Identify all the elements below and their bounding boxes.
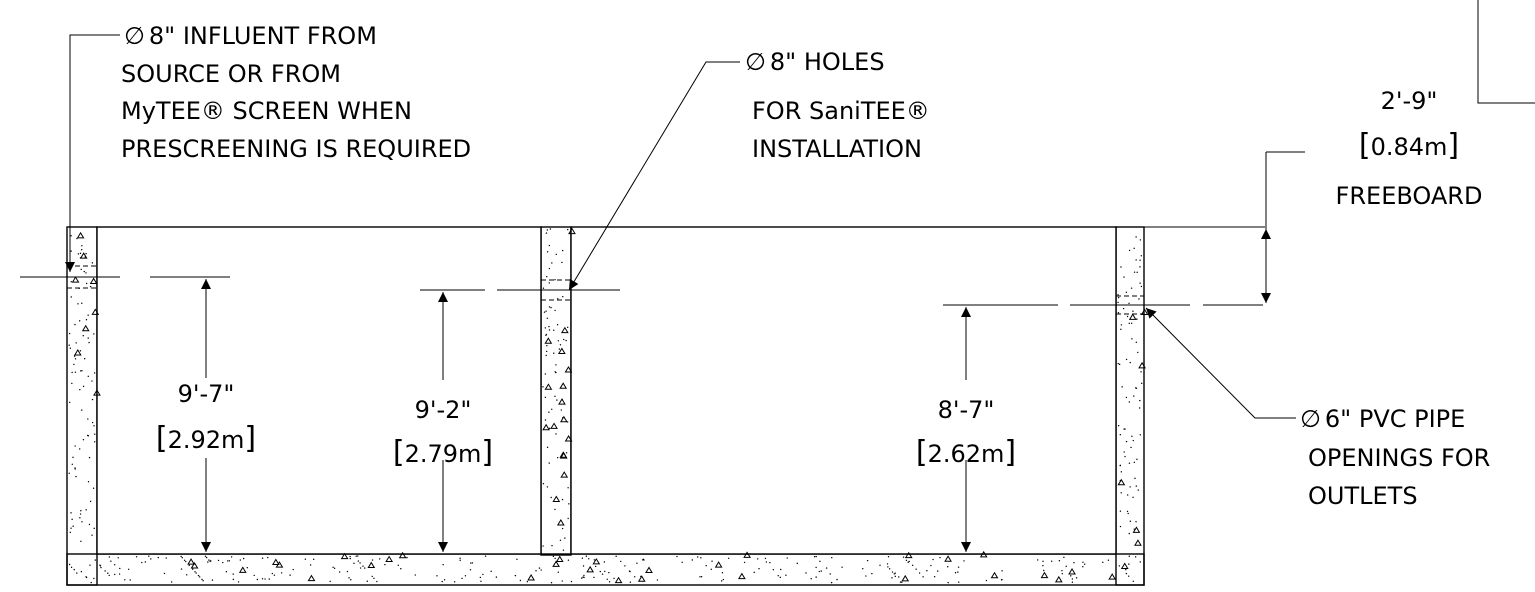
leader-lines bbox=[65, 34, 1296, 419]
svg-text:∅6" PVC PIPE: ∅6" PVC PIPE bbox=[1300, 405, 1465, 433]
chamber-2-interior bbox=[570, 226, 1117, 555]
svg-text:PRESCREENING IS REQUIRED: PRESCREENING IS REQUIRED bbox=[121, 135, 471, 163]
svg-text:∅8" HOLES: ∅8" HOLES bbox=[745, 48, 885, 76]
svg-text:MyTEE® SCREEN WHEN: MyTEE® SCREEN WHEN bbox=[121, 97, 412, 125]
svg-text:SOURCE OR FROM: SOURCE OR FROM bbox=[121, 60, 341, 88]
svg-text:FREEBOARD: FREEBOARD bbox=[1336, 182, 1483, 210]
holes-callout: ∅8" HOLES FOR SaniTEE® INSTALLATION bbox=[745, 48, 930, 163]
pipe-openings bbox=[67, 265, 1144, 315]
dimension-a-label: 9'-7" [2.92m] bbox=[156, 380, 256, 456]
svg-text:OPENINGS FOR: OPENINGS FOR bbox=[1308, 444, 1490, 472]
dimension-c-label: 8'-7" [2.62m] bbox=[916, 396, 1016, 470]
svg-text:[2.79m]: [2.79m] bbox=[393, 435, 493, 470]
tank-structure bbox=[66, 226, 1265, 586]
freeboard-dimension: 2'-9" [0.84m] FREEBOARD bbox=[1336, 87, 1483, 210]
svg-text:∅8" INFLUENT FROM: ∅8" INFLUENT FROM bbox=[124, 22, 377, 50]
svg-text:OUTLETS: OUTLETS bbox=[1308, 482, 1418, 510]
extension-lines bbox=[20, 276, 1263, 306]
outlets-callout: ∅6" PVC PIPE OPENINGS FOR OUTLETS bbox=[1300, 405, 1490, 510]
svg-text:9'-2": 9'-2" bbox=[415, 396, 472, 424]
svg-text:9'-7": 9'-7" bbox=[178, 380, 235, 408]
svg-text:FOR SaniTEE®: FOR SaniTEE® bbox=[752, 97, 930, 125]
diameter-symbol: ∅ bbox=[1300, 405, 1321, 433]
svg-text:[2.62m]: [2.62m] bbox=[916, 435, 1016, 470]
svg-text:INSTALLATION: INSTALLATION bbox=[752, 135, 922, 163]
svg-text:[2.92m]: [2.92m] bbox=[156, 421, 256, 456]
chamber-1-interior bbox=[96, 226, 542, 555]
title-block-edge bbox=[1477, 0, 1535, 104]
svg-text:2'-9": 2'-9" bbox=[1381, 87, 1438, 115]
influent-callout: ∅8" INFLUENT FROM SOURCE OR FROM MyTEE® … bbox=[121, 22, 471, 163]
dimension-arrows bbox=[201, 151, 1305, 552]
diameter-symbol: ∅ bbox=[745, 48, 766, 76]
middle-wall bbox=[540, 226, 572, 556]
right-wall bbox=[1115, 226, 1145, 586]
svg-text:[0.84m]: [0.84m] bbox=[1359, 128, 1459, 163]
tank-floor bbox=[66, 553, 1145, 586]
dimension-b-label: 9'-2" [2.79m] bbox=[393, 396, 493, 470]
svg-text:8'-7": 8'-7" bbox=[938, 396, 995, 424]
diameter-symbol: ∅ bbox=[124, 22, 145, 50]
